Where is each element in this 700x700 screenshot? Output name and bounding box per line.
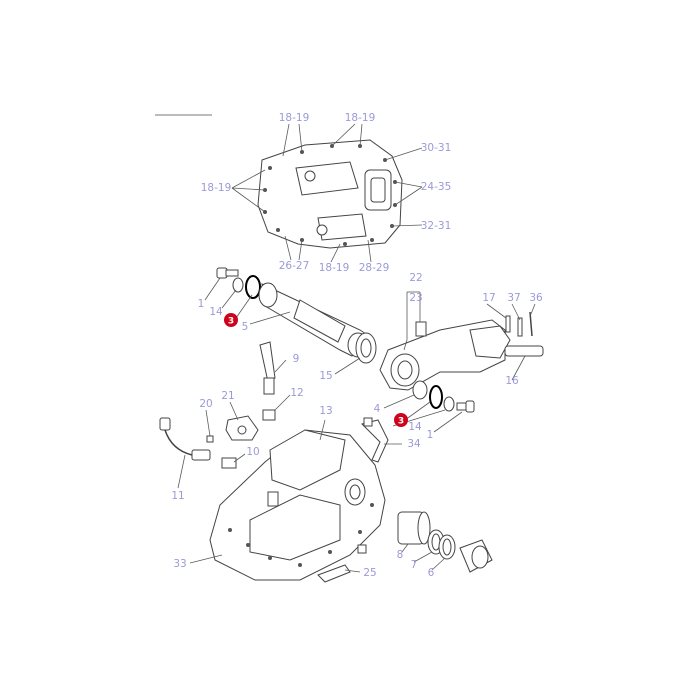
shaft-leaders xyxy=(204,277,361,375)
label-24-35: 24-35 xyxy=(421,181,452,193)
label-8: 8 xyxy=(397,549,404,561)
label-14-right: 14 xyxy=(408,421,422,433)
label-16: 16 xyxy=(505,375,519,387)
callout-circle-right xyxy=(394,413,408,427)
top-cover-leaders xyxy=(231,123,423,263)
label-15: 15 xyxy=(319,370,332,382)
nut-part-12 xyxy=(262,394,291,421)
wire-harness-part-11 xyxy=(159,417,211,489)
label-1-left: 1 xyxy=(198,298,205,310)
label-25: 25 xyxy=(363,567,376,579)
label-18-19-top-left: 18-19 xyxy=(279,112,310,124)
label-6: 6 xyxy=(428,567,435,579)
part-20 xyxy=(205,409,214,443)
label-33: 33 xyxy=(173,558,186,570)
main-housing xyxy=(189,419,386,581)
label-5: 5 xyxy=(242,321,249,333)
sensor-part-9 xyxy=(259,341,287,395)
label-13: 13 xyxy=(319,405,332,417)
callout-badge-left: 3 xyxy=(224,313,238,327)
label-7: 7 xyxy=(411,559,418,571)
label-4: 4 xyxy=(374,403,381,415)
label-28-29: 28-29 xyxy=(359,262,390,274)
callout-badge-right: 3 xyxy=(394,413,408,427)
label-30-31: 30-31 xyxy=(421,142,452,154)
part-labels: 18-19 18-19 30-31 18-19 24-35 32-31 26-2… xyxy=(171,112,543,579)
o-ring-highlight-right xyxy=(429,385,443,409)
callout-number-right: 3 xyxy=(398,417,404,427)
label-37: 37 xyxy=(507,292,520,304)
ring-part-6 xyxy=(431,534,456,571)
lift-arm xyxy=(379,311,544,413)
label-34: 34 xyxy=(407,438,421,450)
part-25 xyxy=(317,544,367,583)
label-18-19-side: 18-19 xyxy=(201,182,232,194)
o-ring-highlight-left xyxy=(245,275,261,299)
bracket-part-34 xyxy=(361,417,402,463)
label-20: 20 xyxy=(199,398,212,410)
part-21 xyxy=(225,401,259,441)
label-18-19-top-right: 18-19 xyxy=(345,112,376,124)
bolt-part-1 xyxy=(216,267,239,279)
callout-number-left: 3 xyxy=(228,317,234,327)
label-18-19-bottom: 18-19 xyxy=(319,262,350,274)
label-36: 36 xyxy=(529,292,543,304)
label-17: 17 xyxy=(482,292,495,304)
label-9: 9 xyxy=(293,353,300,365)
callout-circle-left xyxy=(224,313,238,327)
label-12: 12 xyxy=(290,387,303,399)
lift-arm-leaders xyxy=(383,291,536,433)
bushing-part-8 xyxy=(397,511,431,553)
part-10 xyxy=(221,453,246,469)
end-cap xyxy=(459,539,493,573)
top-cover xyxy=(257,139,403,249)
label-14-left: 14 xyxy=(209,306,223,318)
shaft-assembly xyxy=(216,267,377,364)
label-11: 11 xyxy=(171,490,184,502)
label-21: 21 xyxy=(221,390,234,402)
label-23: 23 xyxy=(409,292,422,304)
label-26-27: 26-27 xyxy=(279,260,310,272)
label-10: 10 xyxy=(246,446,259,458)
label-1-right: 1 xyxy=(427,429,434,441)
label-32-31: 32-31 xyxy=(421,220,452,232)
label-22: 22 xyxy=(409,272,422,284)
